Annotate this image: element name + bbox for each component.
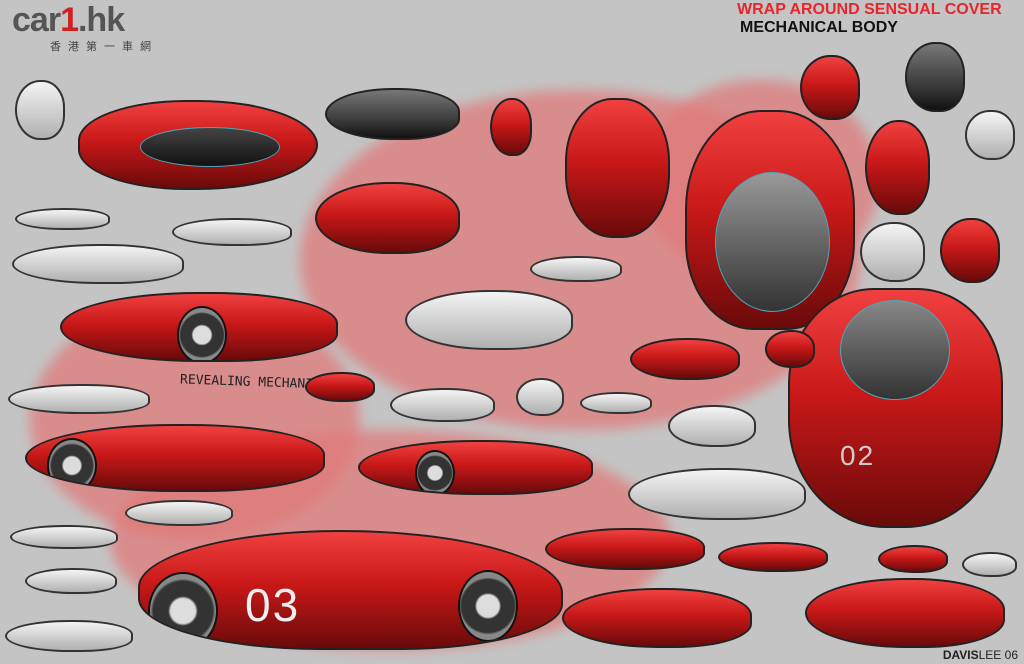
car-sketch-3q bbox=[545, 528, 705, 570]
car-number: 03 bbox=[245, 579, 301, 631]
car-sketch-front bbox=[630, 338, 740, 380]
car-sketch-3q bbox=[315, 182, 460, 254]
car-sketch-rear-large bbox=[788, 288, 1003, 528]
car-sketch-side bbox=[5, 620, 133, 652]
site-logo[interactable]: car1.hk 香港第一車網 bbox=[12, 1, 158, 53]
car-sketch-3q bbox=[805, 578, 1005, 648]
car-sketch-front bbox=[405, 290, 573, 350]
car-sketch-front bbox=[668, 405, 756, 447]
heading-secondary: MECHANICAL BODY bbox=[740, 19, 898, 36]
car-sketch-3q bbox=[905, 42, 965, 112]
car-sketch-3q bbox=[878, 545, 948, 573]
car-sketch-side bbox=[8, 384, 150, 414]
car-sketch-top bbox=[78, 100, 318, 190]
car-sketch-side bbox=[358, 440, 593, 495]
car-sketch-3q bbox=[965, 110, 1015, 160]
car-sketch-side bbox=[25, 568, 117, 594]
car-sketch-side bbox=[125, 500, 233, 526]
logo-subtitle: 香港第一車網 bbox=[50, 41, 158, 53]
car-sketch-3q bbox=[562, 588, 752, 648]
car-sketch-3q bbox=[390, 388, 495, 422]
car-sketch-side bbox=[962, 552, 1017, 577]
car-sketch-3q bbox=[860, 222, 925, 282]
heading-primary: WRAP AROUND SENSUAL COVER bbox=[737, 1, 1002, 18]
artist-signature: DAVISLEE 06 bbox=[942, 648, 1018, 662]
car-sketch-top bbox=[325, 88, 460, 140]
car-sketch-3q bbox=[800, 55, 860, 120]
car-sketch-side bbox=[12, 244, 184, 284]
car-sketch-front bbox=[490, 98, 532, 156]
car-sketch-front bbox=[15, 80, 65, 140]
car-sketch-side bbox=[580, 392, 652, 414]
car-sketch-side bbox=[718, 542, 828, 572]
car-sketch-front bbox=[516, 378, 564, 416]
car-sketch-top bbox=[865, 120, 930, 215]
car-sketch-side bbox=[60, 292, 338, 362]
car-sketch-top bbox=[565, 98, 670, 238]
car-sketch-side bbox=[628, 468, 806, 520]
car-sketch-front bbox=[940, 218, 1000, 283]
car-sketch-side bbox=[172, 218, 292, 246]
car-sketch-side-large bbox=[138, 530, 563, 650]
car-sketch-side bbox=[25, 424, 325, 492]
car-sketch-3q bbox=[765, 330, 815, 368]
car-sketch-side bbox=[15, 208, 110, 230]
car-sketch-side bbox=[10, 525, 118, 549]
car-sketch-rear bbox=[530, 256, 622, 282]
car-sketch-3q bbox=[305, 372, 375, 402]
car-number: 02 bbox=[840, 440, 876, 471]
car-sketch-top-large bbox=[685, 110, 855, 330]
